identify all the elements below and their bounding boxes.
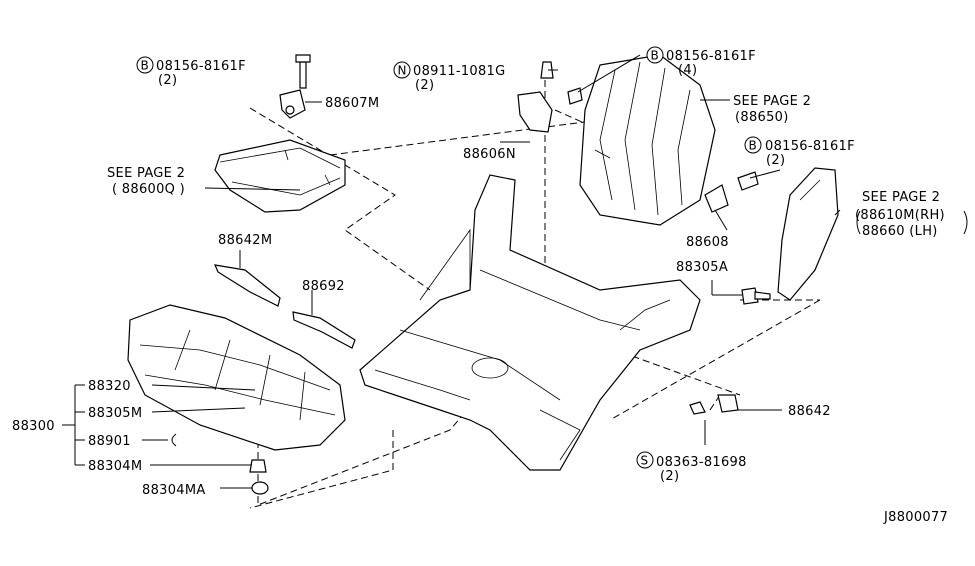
bracket-88608-part[interactable] bbox=[704, 171, 759, 213]
bracket-88607m-part[interactable] bbox=[279, 54, 311, 119]
callout-1-prefix: B bbox=[141, 59, 149, 73]
callout-5-qty: (2) bbox=[660, 469, 679, 484]
label-88642m[interactable]: 88642M bbox=[218, 233, 272, 248]
label-88305a[interactable]: 88305A bbox=[676, 260, 728, 275]
bracket-88642m-part[interactable] bbox=[214, 264, 281, 307]
label-88608[interactable]: 88608 bbox=[686, 235, 729, 250]
callout-4-qty: (2) bbox=[766, 153, 785, 168]
clip-88304ma-part[interactable] bbox=[251, 481, 269, 495]
bolt-88642-part[interactable] bbox=[689, 394, 739, 415]
screw-callout-circle-icon bbox=[636, 451, 654, 469]
rear-seat-cushion-part[interactable] bbox=[127, 304, 346, 451]
see-page-side-ref-lh[interactable]: 88660 (LH) bbox=[862, 224, 938, 239]
label-88642[interactable]: 88642 bbox=[788, 404, 831, 419]
callout-4-prefix: B bbox=[749, 139, 757, 153]
see-page-side-ref-rh[interactable]: (88610M(RH) bbox=[855, 208, 945, 223]
clip-88305a-part[interactable] bbox=[741, 287, 771, 305]
see-page-cushion-text: SEE PAGE 2 bbox=[107, 166, 185, 181]
callout-1-part[interactable]: 08156-8161F bbox=[156, 59, 246, 74]
callout-3-prefix: B bbox=[651, 49, 659, 63]
callout-2-prefix: N bbox=[398, 64, 407, 78]
assembly-child-2[interactable]: 88305M bbox=[88, 406, 142, 421]
callout-5-part[interactable]: 08363-81698 bbox=[656, 455, 747, 470]
hinge-88606n-part[interactable] bbox=[517, 61, 583, 133]
assembly-child-1[interactable]: 88320 bbox=[88, 379, 131, 394]
bolt-callout-circle-icon bbox=[744, 136, 762, 154]
label-88692[interactable]: 88692 bbox=[302, 279, 345, 294]
assembly-root-label[interactable]: 88300 bbox=[12, 419, 55, 434]
callout-3-qty: (4) bbox=[678, 63, 697, 78]
label-88607m[interactable]: 88607M bbox=[325, 96, 379, 111]
assembly-child-4[interactable]: 88304M bbox=[88, 459, 142, 474]
side-ref-bracket bbox=[856, 210, 861, 235]
callout-1-qty: (2) bbox=[158, 73, 177, 88]
clip-88304m-part[interactable] bbox=[249, 459, 267, 473]
bolt-callout-circle-icon bbox=[136, 56, 154, 74]
callout-2-part[interactable]: 08911-1081G bbox=[413, 64, 506, 79]
bolt-callout-circle-icon bbox=[646, 46, 664, 64]
diagram-id: J8800077 bbox=[883, 510, 948, 525]
callout-3-part[interactable]: 08156-8161F bbox=[666, 49, 756, 64]
callout-2-qty: (2) bbox=[415, 78, 434, 93]
label-88304ma[interactable]: 88304MA bbox=[142, 483, 206, 498]
nut-callout-circle-icon bbox=[393, 61, 411, 79]
label-88606n[interactable]: 88606N bbox=[463, 147, 516, 162]
see-page-back-ref[interactable]: (88650) bbox=[735, 110, 789, 125]
side-bolster-part[interactable] bbox=[777, 167, 839, 301]
seat-cushion-part[interactable] bbox=[214, 139, 346, 213]
see-page-back-text: SEE PAGE 2 bbox=[733, 94, 811, 109]
seatback-part[interactable] bbox=[579, 54, 716, 226]
callout-4-part[interactable]: 08156-8161F bbox=[765, 139, 855, 154]
assembly-child-3[interactable]: 88901 bbox=[88, 434, 131, 449]
see-page-side-text: SEE PAGE 2 bbox=[862, 190, 940, 205]
side-ref-bracket-right bbox=[963, 210, 968, 235]
floor-pan-part bbox=[359, 174, 701, 471]
callout-5-prefix: S bbox=[641, 454, 649, 468]
bracket-88692-part[interactable] bbox=[292, 311, 356, 349]
leader-lines bbox=[62, 54, 841, 489]
see-page-cushion-ref[interactable]: ( 88600Q ) bbox=[112, 182, 185, 197]
